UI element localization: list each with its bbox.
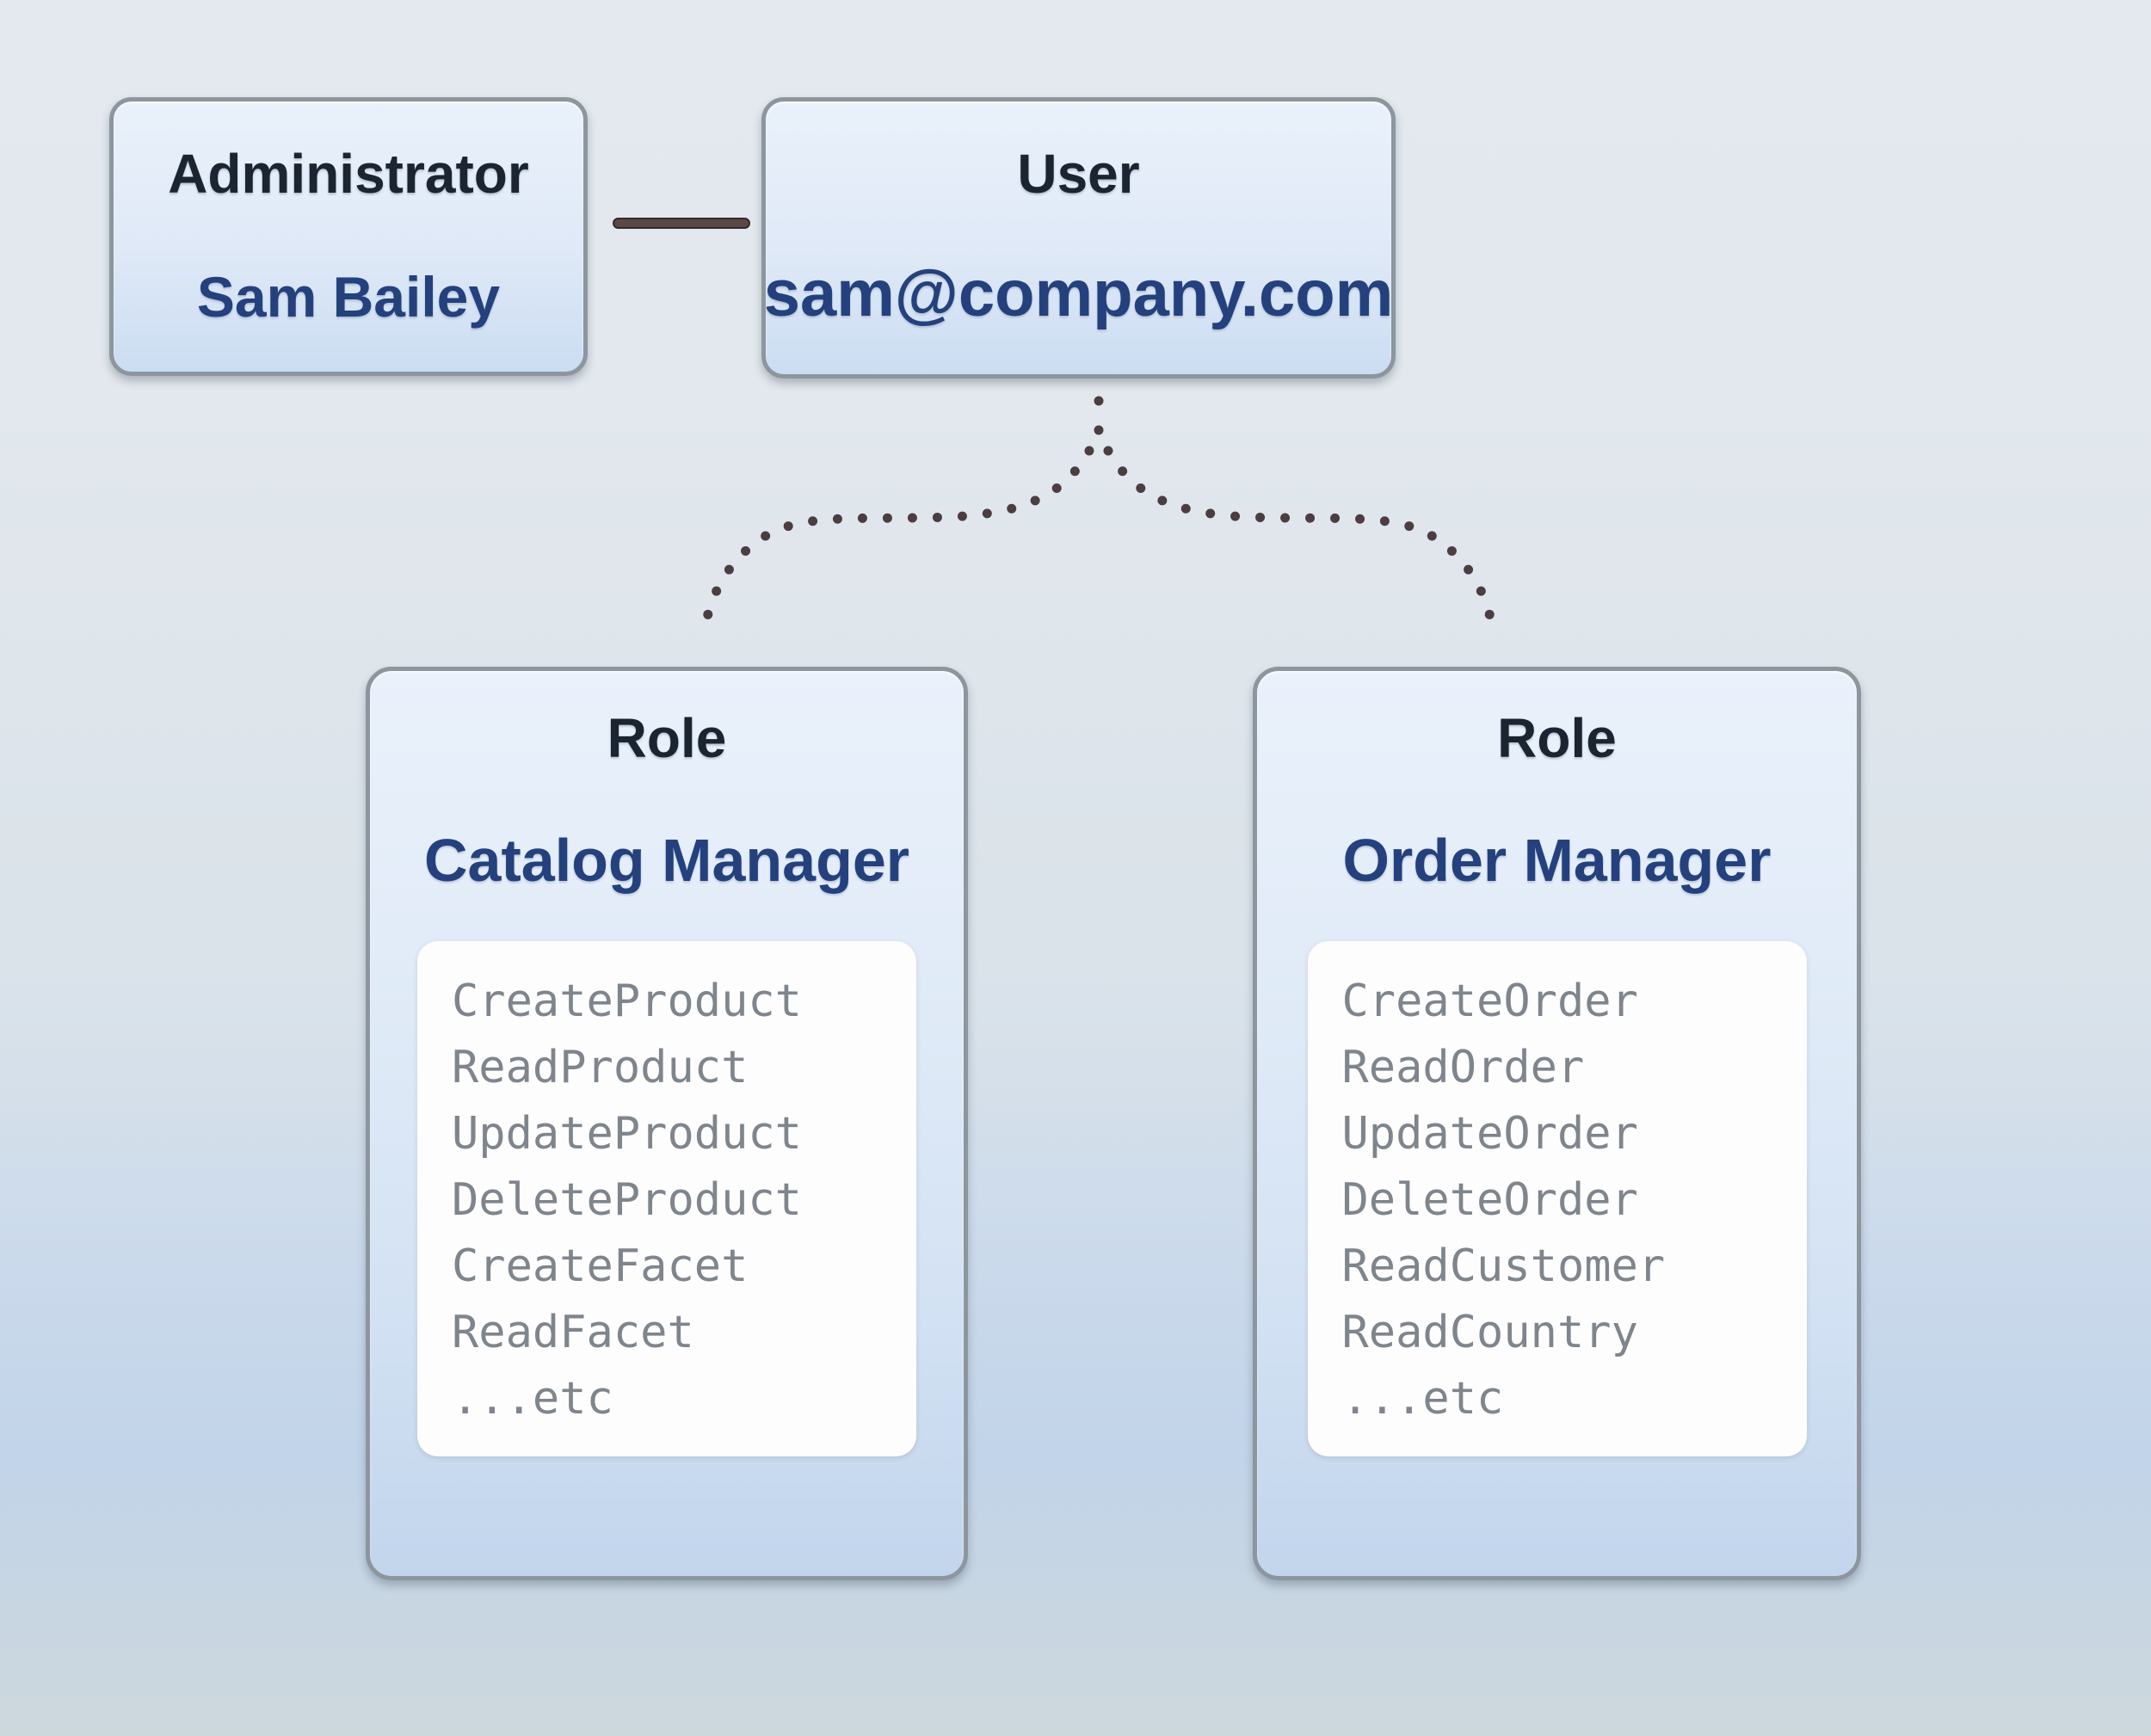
permission-item: ReadProduct [452, 1042, 749, 1093]
role-heading: Role [1497, 707, 1617, 769]
permission-item: UpdateProduct [452, 1108, 802, 1160]
permission-item: ...etc [1341, 1373, 1504, 1425]
permissions-list-order: CreateOrder ReadOrder UpdateOrder Delete… [1342, 969, 1772, 1432]
permission-item: ReadFacet [452, 1307, 694, 1358]
role-node-catalog-manager: Role Catalog Manager CreateProduct ReadP… [366, 667, 968, 1580]
permission-item: ReadCountry [1341, 1307, 1638, 1358]
user-email: sam@company.com [763, 257, 1394, 330]
permission-item: ReadOrder [1341, 1042, 1585, 1093]
permission-item: DeleteProduct [452, 1174, 802, 1226]
role-name-order-manager: Order Manager [1342, 827, 1772, 894]
user-node: User sam@company.com [761, 97, 1396, 379]
permission-item: CreateOrder [1341, 976, 1638, 1027]
dotted-connector-right-branch [1103, 446, 1497, 631]
administrator-name: Sam Bailey [196, 265, 501, 329]
role-node-order-manager: Role Order Manager CreateOrder ReadOrder… [1253, 667, 1861, 1580]
permission-item: CreateProduct [452, 976, 802, 1027]
dotted-connector-left-branch [700, 446, 1094, 631]
permission-item: ...etc [452, 1373, 613, 1425]
permission-item: DeleteOrder [1341, 1174, 1638, 1226]
administrator-node: Administrator Sam Bailey [109, 97, 588, 376]
permission-item: CreateFacet [452, 1240, 749, 1292]
role-heading: Role [607, 707, 727, 769]
user-heading: User [1017, 143, 1140, 205]
permissions-panel-order: CreateOrder ReadOrder UpdateOrder Delete… [1307, 941, 1807, 1456]
permissions-panel-catalog: CreateProduct ReadProduct UpdateProduct … [417, 941, 916, 1456]
role-name-catalog-manager: Catalog Manager [424, 827, 909, 894]
permission-item: ReadCustomer [1341, 1240, 1666, 1292]
admin-user-connector-line [613, 218, 750, 229]
permission-item: UpdateOrder [1341, 1108, 1638, 1160]
permissions-list-catalog: CreateProduct ReadProduct UpdateProduct … [452, 969, 882, 1432]
administrator-heading: Administrator [168, 143, 529, 205]
